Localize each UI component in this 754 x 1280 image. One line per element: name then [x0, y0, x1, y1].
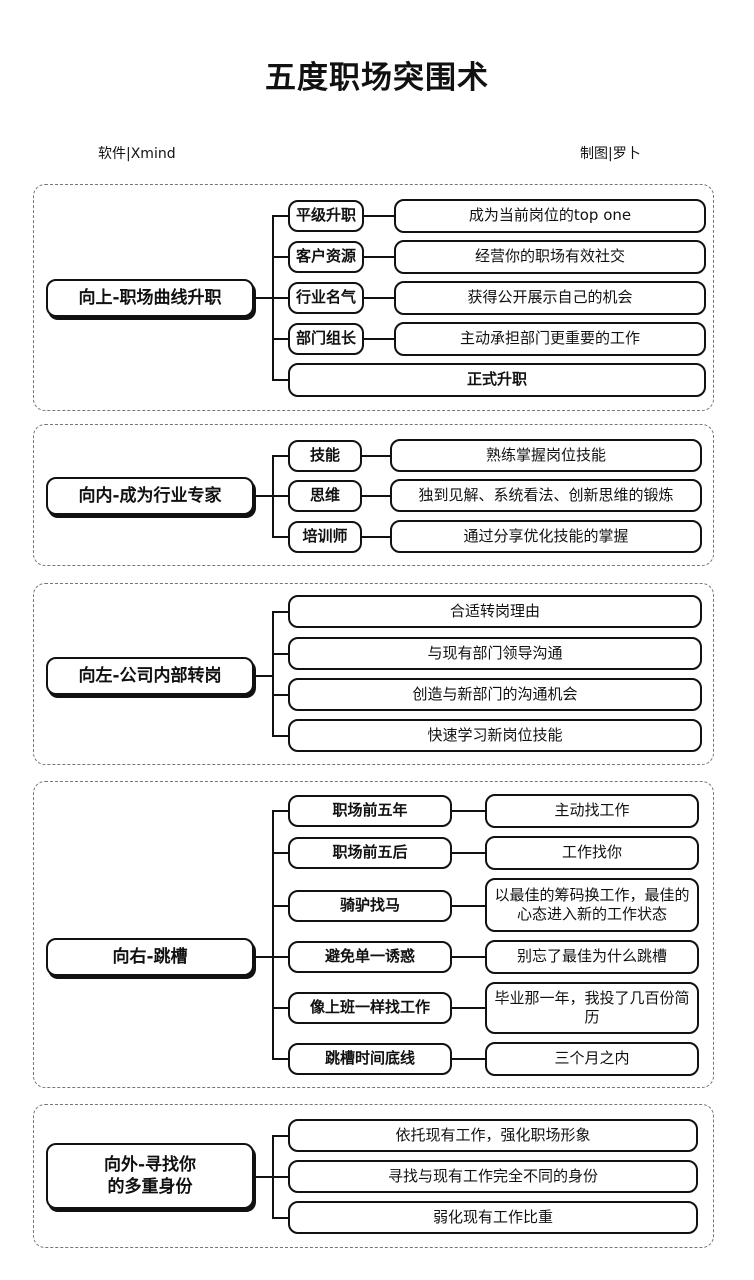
inward-desc-2: 独到见解、系统看法、创新思维的锻炼	[390, 479, 702, 512]
connector-line	[364, 338, 394, 340]
right-label-2: 职场前五后	[288, 837, 452, 869]
software-credit: 软件|Xmind	[98, 146, 176, 162]
outward-main-line1: 向外-寻找你	[103, 1154, 197, 1175]
up-label-2: 客户资源	[288, 241, 364, 273]
connector-line	[364, 215, 394, 217]
connector-line	[272, 694, 288, 696]
connector-line	[256, 1176, 272, 1178]
inward-label-1: 技能	[288, 440, 362, 472]
right-label-6: 跳槽时间底线	[288, 1043, 452, 1075]
connector-line	[256, 675, 272, 677]
inward-label-3: 培训师	[288, 521, 362, 553]
connector-line	[272, 455, 288, 457]
right-label-5: 像上班一样找工作	[288, 992, 452, 1024]
up-desc-4: 主动承担部门更重要的工作	[394, 322, 706, 356]
connector-line	[272, 338, 288, 340]
up-label-4: 部门组长	[288, 323, 364, 355]
outward-item-3: 弱化现有工作比重	[288, 1201, 698, 1234]
right-label-4: 避免单一诱惑	[288, 941, 452, 973]
right-desc-6: 三个月之内	[485, 1042, 699, 1076]
right-label-1: 职场前五年	[288, 795, 452, 827]
connector-line	[364, 297, 394, 299]
connector-line	[272, 810, 274, 1060]
outward-main-line2: 的多重身份	[107, 1177, 193, 1197]
connector-line	[256, 297, 272, 299]
connector-line	[256, 956, 272, 958]
outward-item-2: 寻找与现有工作完全不同的身份	[288, 1160, 698, 1193]
section-right	[33, 781, 714, 1088]
up-final-promotion: 正式升职	[288, 363, 706, 397]
author-credit: 制图|罗卜	[580, 146, 641, 162]
right-desc-4: 别忘了最佳为什么跳槽	[485, 940, 699, 974]
connector-line	[272, 852, 288, 854]
right-desc-5: 毕业那一年，我投了几百份简历	[485, 982, 699, 1034]
section-left	[33, 583, 714, 765]
connector-line	[272, 1176, 288, 1178]
inward-desc-1: 熟练掌握岗位技能	[390, 439, 702, 472]
connector-line	[272, 297, 288, 299]
connector-line	[272, 536, 288, 538]
outward-item-1: 依托现有工作，强化职场形象	[288, 1119, 698, 1152]
connector-line	[272, 1217, 288, 1219]
connector-line	[272, 956, 288, 958]
up-desc-1: 成为当前岗位的top one	[394, 199, 706, 233]
connector-line	[272, 653, 288, 655]
connector-line	[272, 905, 288, 907]
connector-line	[272, 215, 288, 217]
connector-line	[452, 905, 485, 907]
up-desc-3: 获得公开展示自己的机会	[394, 281, 706, 315]
connector-line	[362, 455, 390, 457]
main-node-inward: 向内-成为行业专家	[46, 477, 254, 515]
connector-line	[272, 1007, 288, 1009]
connector-line	[256, 495, 272, 497]
section-inward	[33, 424, 714, 566]
right-desc-1: 主动找工作	[485, 794, 699, 828]
connector-line	[452, 956, 485, 958]
right-label-3: 骑驴找马	[288, 890, 452, 922]
connector-line	[272, 810, 288, 812]
left-item-2: 与现有部门领导沟通	[288, 637, 702, 670]
connector-line	[362, 495, 390, 497]
main-node-right: 向右-跳槽	[46, 938, 254, 976]
main-node-up: 向上-职场曲线升职	[46, 279, 254, 317]
connector-line	[272, 1058, 288, 1060]
main-node-outward: 向外-寻找你 的多重身份	[46, 1143, 254, 1209]
connector-line	[272, 735, 288, 737]
connector-line	[452, 1058, 485, 1060]
connector-line	[364, 256, 394, 258]
connector-line	[452, 1007, 485, 1009]
left-item-1: 合适转岗理由	[288, 595, 702, 628]
connector-line	[452, 810, 485, 812]
inward-desc-3: 通过分享优化技能的掌握	[390, 520, 702, 553]
up-desc-2: 经营你的职场有效社交	[394, 240, 706, 274]
main-node-left: 向左-公司内部转岗	[46, 657, 254, 695]
left-item-3: 创造与新部门的沟通机会	[288, 678, 702, 711]
up-label-3: 行业名气	[288, 282, 364, 314]
connector-line	[272, 256, 288, 258]
right-desc-2: 工作找你	[485, 836, 699, 870]
connector-line	[452, 852, 485, 854]
connector-line	[362, 536, 390, 538]
left-item-4: 快速学习新岗位技能	[288, 719, 702, 752]
up-label-1: 平级升职	[288, 200, 364, 232]
right-desc-3: 以最佳的筹码换工作，最佳的心态进入新的工作状态	[485, 878, 699, 932]
connector-line	[272, 1135, 288, 1137]
connector-line	[272, 495, 288, 497]
connector-line	[272, 611, 274, 737]
connector-line	[272, 379, 288, 381]
section-outward	[33, 1104, 714, 1248]
section-up	[33, 184, 714, 411]
page-title: 五度职场突围术	[265, 60, 489, 96]
connector-line	[272, 611, 288, 613]
inward-label-2: 思维	[288, 480, 362, 512]
